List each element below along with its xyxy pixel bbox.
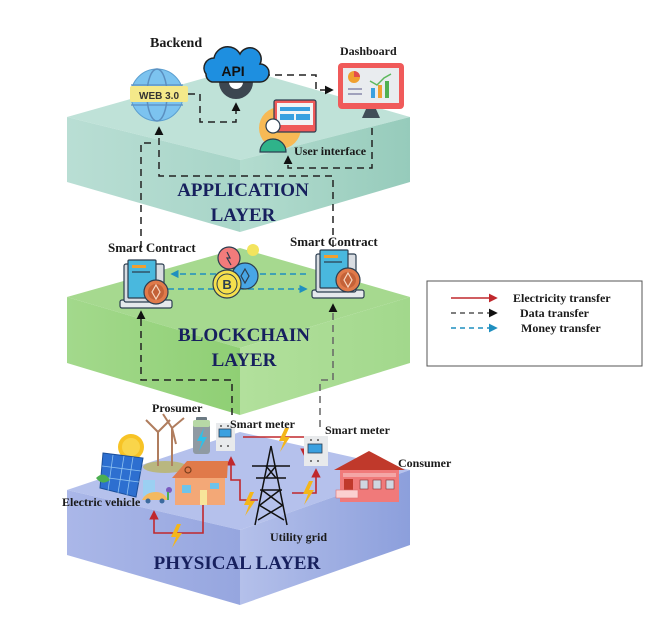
user-interface-icon[interactable] bbox=[259, 99, 317, 153]
legend-item-data: Data transfer bbox=[451, 306, 590, 320]
lightning-bolt-icons bbox=[171, 428, 314, 548]
web3-label: WEB 3.0 bbox=[139, 91, 179, 102]
lightning-bolt-icon bbox=[303, 481, 314, 505]
smart-meter-icon-left bbox=[216, 423, 235, 451]
legend-label-data: Data transfer bbox=[520, 306, 590, 320]
legend-label-money: Money transfer bbox=[521, 321, 601, 335]
globe-web3-icon[interactable]: WEB 3.0 bbox=[130, 68, 188, 122]
lightning-bolt-icon bbox=[279, 428, 290, 452]
dashboard-label: Dashboard bbox=[340, 44, 397, 58]
legend-item-money: Money transfer bbox=[451, 321, 601, 335]
smart-contract-left-label: Smart Contract bbox=[108, 240, 196, 255]
application-layer-title: APPLICATION bbox=[177, 180, 309, 201]
legend: Electricity transfer Data transfer Money… bbox=[426, 280, 643, 367]
lightning-bolt-icon bbox=[171, 524, 182, 548]
smart-meter-left-label: Smart meter bbox=[230, 417, 296, 431]
svg-text:B: B bbox=[222, 277, 231, 292]
consumer-label: Consumer bbox=[398, 456, 452, 470]
wind-turbine-icon bbox=[143, 413, 187, 473]
crypto-coins-icon: B bbox=[212, 244, 259, 299]
smart-contract-right-label: Smart Contract bbox=[290, 234, 378, 249]
utility-grid-label: Utility grid bbox=[270, 530, 327, 544]
prosumer-label: Prosumer bbox=[152, 401, 203, 415]
legend-label-electricity: Electricity transfer bbox=[513, 291, 611, 305]
backend-label: Backend bbox=[150, 36, 202, 51]
user-interface-label: User interface bbox=[294, 144, 367, 158]
api-label: API bbox=[221, 63, 244, 79]
electric-vehicle-label: Electric vehicle bbox=[62, 495, 141, 509]
data-transfer-arrows bbox=[136, 74, 373, 427]
blockchain-layer-title: BLOCKCHAIN bbox=[178, 325, 310, 346]
legend-item-electricity: Electricity transfer bbox=[451, 291, 611, 305]
sun-icon bbox=[118, 434, 144, 460]
transmission-tower-icon bbox=[252, 445, 290, 526]
application-layer-title-line2: LAYER bbox=[211, 205, 276, 226]
electric-vehicle-icon bbox=[142, 480, 172, 504]
money-transfer-arrows bbox=[168, 269, 308, 294]
api-cloud-gear-icon[interactable]: API bbox=[203, 46, 270, 99]
smart-meter-right-label: Smart meter bbox=[325, 423, 391, 437]
lightning-bolt-icon bbox=[244, 492, 255, 516]
smart-meter-icon-right bbox=[304, 436, 328, 466]
application-layer-slab bbox=[67, 68, 410, 232]
smart-contract-icon-left[interactable] bbox=[119, 259, 173, 309]
physical-layer-title: PHYSICAL LAYER bbox=[154, 553, 321, 574]
house-icon bbox=[172, 461, 228, 505]
battery-icon bbox=[193, 417, 210, 454]
consumer-house-icon bbox=[334, 451, 405, 502]
solar-panel-icon bbox=[96, 452, 144, 498]
smart-contract-icon-right[interactable] bbox=[311, 249, 365, 299]
blockchain-layer-title-line2: LAYER bbox=[212, 350, 277, 371]
dashboard-monitor-icon[interactable] bbox=[338, 63, 404, 118]
